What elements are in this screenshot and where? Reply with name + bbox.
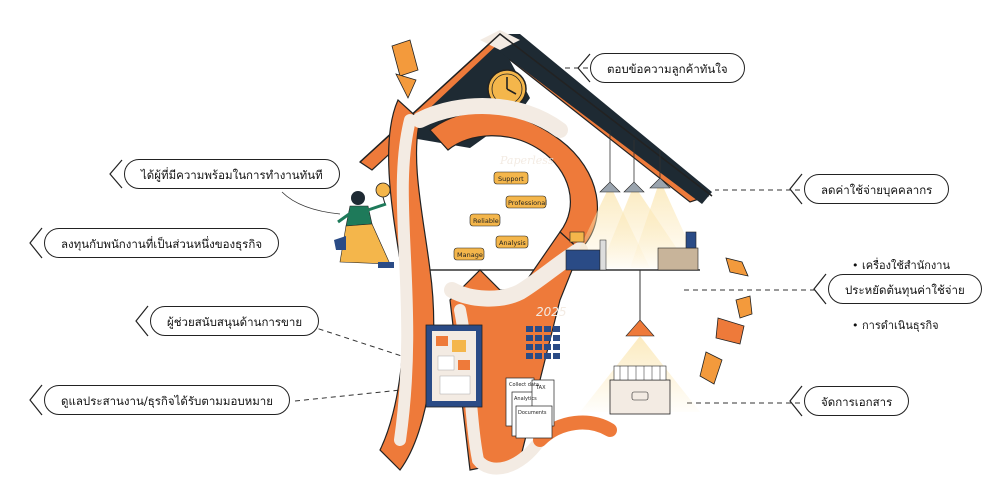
document-box	[609, 365, 671, 415]
svg-text:TAX: TAX	[535, 385, 546, 391]
label-reduce-personnel: ลดค่าใช้จ่ายบุคคลากร	[804, 174, 950, 204]
label-document-mgmt: จัดการเอกสาร	[804, 386, 910, 416]
svg-text:Reliable: Reliable	[473, 217, 499, 225]
bullet-office-supplies: • เครื่องใช้สำนักงาน	[852, 259, 950, 272]
svg-text:Manage: Manage	[457, 251, 483, 259]
paperless-text: Paperless	[499, 154, 554, 167]
svg-text:Professional: Professional	[508, 199, 547, 207]
bullet-operations: • การดำเนินธุรกิจ	[852, 319, 939, 332]
bulletin-board	[425, 324, 483, 408]
woman-figure	[334, 182, 394, 268]
label-brackets	[29, 53, 827, 417]
flying-papers	[391, 39, 753, 385]
calendar: 2025	[526, 305, 567, 359]
label-save-cost: ประหยัดต้นทุนค่าใช้จ่าย	[828, 274, 982, 304]
svg-text:Analytics: Analytics	[514, 396, 537, 402]
ribbon-glyph	[379, 98, 617, 475]
svg-text:Analysis: Analysis	[499, 239, 526, 247]
label-ready-staff: ได้ผู้ที่มีความพร้อมในการทำงานทันที	[124, 159, 340, 189]
file-folders: Collect data Analytics Documents TAX	[505, 377, 555, 439]
svg-text:Support: Support	[498, 175, 524, 183]
label-quick-reply: ตอบข้อความลูกค้าทันใจ	[590, 53, 745, 83]
svg-text:Collect data: Collect data	[509, 382, 539, 388]
keyword-tags: Support Professional Reliable Analysis M…	[453, 171, 547, 261]
label-sales-support: ผู้ช่วยสนับสนุนด้านการขาย	[150, 306, 320, 336]
svg-text:Documents: Documents	[518, 410, 547, 416]
year-text: 2025	[536, 305, 567, 319]
ceiling-lamps	[570, 130, 700, 268]
label-coordinate: ดูแลประสานงาน/ธุรกิจได้รับตามมอบหมาย	[44, 385, 291, 415]
label-invest-employee: ลงทุนกับพนักงานที่เป็นส่วนหนึ่งของธุรกิจ	[44, 228, 280, 258]
office-desk	[565, 231, 699, 271]
